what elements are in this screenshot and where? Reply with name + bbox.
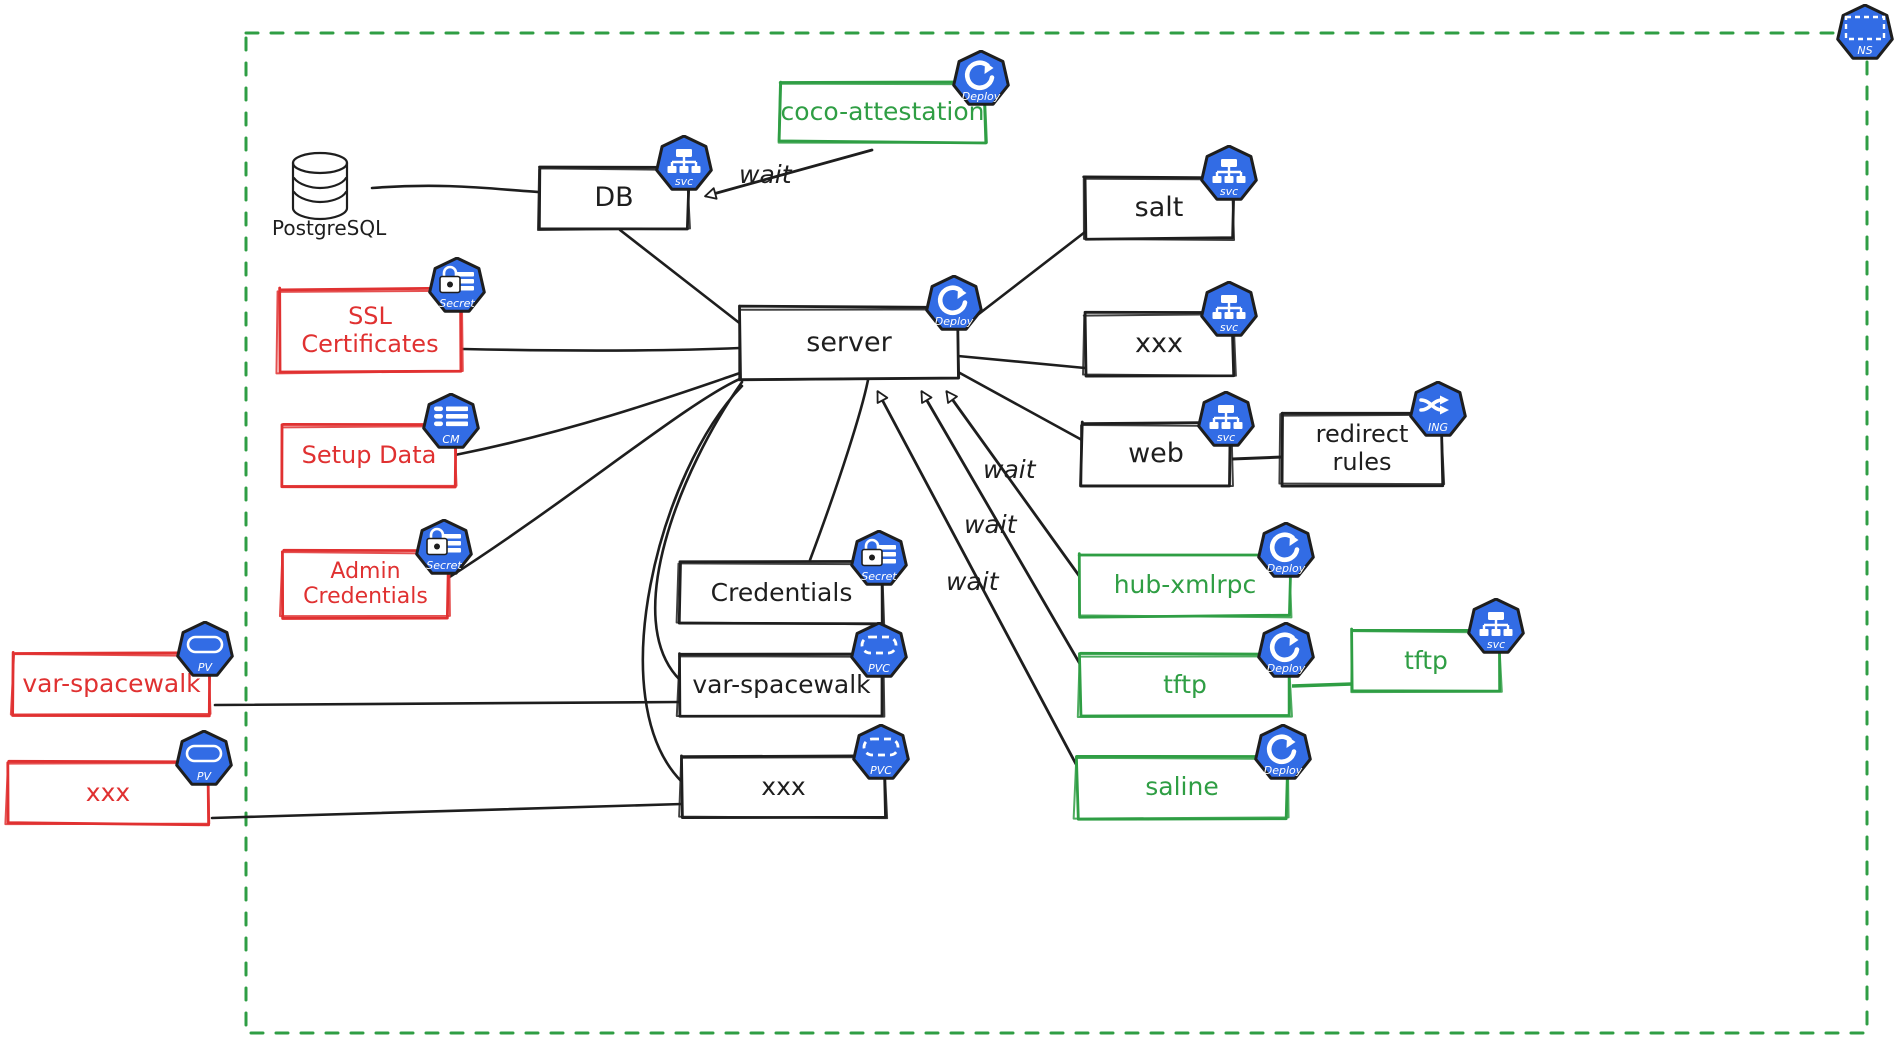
deploy-badge-icon[interactable]: Deploy — [1253, 724, 1313, 790]
svg-text:PV: PV — [198, 661, 214, 674]
edge-pv-pvc-xxx — [212, 804, 682, 818]
secret-badge-icon[interactable]: Secret — [414, 519, 474, 585]
svg-text:svc: svc — [1220, 321, 1238, 334]
svc-badge-icon[interactable]: svc — [1196, 391, 1256, 457]
secret-badge-icon[interactable]: Secret — [427, 257, 487, 323]
secret-badge-icon[interactable]: Secret — [849, 530, 909, 596]
edge-admincreds-server — [448, 378, 742, 578]
edge-pv-pvc-varspacewalk — [215, 702, 680, 705]
svc-badge-icon[interactable]: svc — [1199, 145, 1259, 211]
pvc-badge-icon[interactable]: PVC — [851, 724, 911, 790]
pv-badge-icon[interactable]: PV — [175, 621, 235, 687]
pvc-badge-icon[interactable]: PVC — [849, 622, 909, 688]
svc-badge-icon[interactable]: svc — [1466, 598, 1526, 664]
svg-text:svc: svc — [1217, 431, 1235, 444]
ns-badge-icon[interactable]: NS — [1835, 4, 1895, 70]
svg-text:Deploy: Deploy — [962, 90, 1001, 103]
edge-setupdata-server — [455, 373, 740, 455]
svg-text:Deploy: Deploy — [935, 315, 974, 328]
svg-text:PV: PV — [197, 770, 213, 783]
svg-text:Secret: Secret — [861, 570, 897, 583]
svg-text:CM: CM — [442, 433, 460, 446]
cm-badge-icon[interactable]: CM — [421, 393, 481, 459]
deploy-badge-icon[interactable]: Deploy — [1256, 622, 1316, 688]
svg-text:Deploy: Deploy — [1267, 662, 1306, 675]
svg-text:Deploy: Deploy — [1264, 764, 1303, 777]
database-cylinder-icon — [293, 153, 347, 219]
svc-badge-icon[interactable]: svc — [1199, 281, 1259, 347]
svg-text:Secret: Secret — [426, 559, 462, 572]
deploy-badge-icon[interactable]: Deploy — [1256, 522, 1316, 588]
deploy-badge-icon[interactable]: Deploy — [924, 275, 984, 341]
svc-badge-icon[interactable]: svc — [654, 135, 714, 201]
edge-web-redirect — [1232, 457, 1282, 459]
deploy-badge-icon[interactable]: Deploy — [951, 50, 1011, 116]
ing-badge-icon[interactable]: ING — [1408, 381, 1468, 447]
edge-server-web — [958, 372, 1082, 440]
edge-db-server — [620, 230, 742, 325]
svg-text:svc: svc — [1487, 638, 1505, 651]
svg-text:NS: NS — [1857, 44, 1872, 57]
edge-coco-db-wait — [706, 150, 872, 196]
svg-text:PVC: PVC — [868, 662, 890, 675]
edge-varspacewalk-pvc-server — [655, 382, 742, 680]
edge-ssl-server — [463, 348, 740, 351]
svg-text:Secret: Secret — [439, 297, 475, 310]
svg-text:Deploy: Deploy — [1267, 562, 1306, 575]
svg-text:PVC: PVC — [870, 764, 892, 777]
edge-postgres-db — [372, 186, 540, 192]
edge-server-xxxsvc — [958, 356, 1085, 368]
svg-text:svc: svc — [1220, 185, 1238, 198]
svg-text:svc: svc — [675, 175, 693, 188]
svg-text:ING: ING — [1428, 421, 1448, 434]
pv-badge-icon[interactable]: PV — [174, 730, 234, 796]
namespace-boundary — [246, 33, 1867, 1033]
